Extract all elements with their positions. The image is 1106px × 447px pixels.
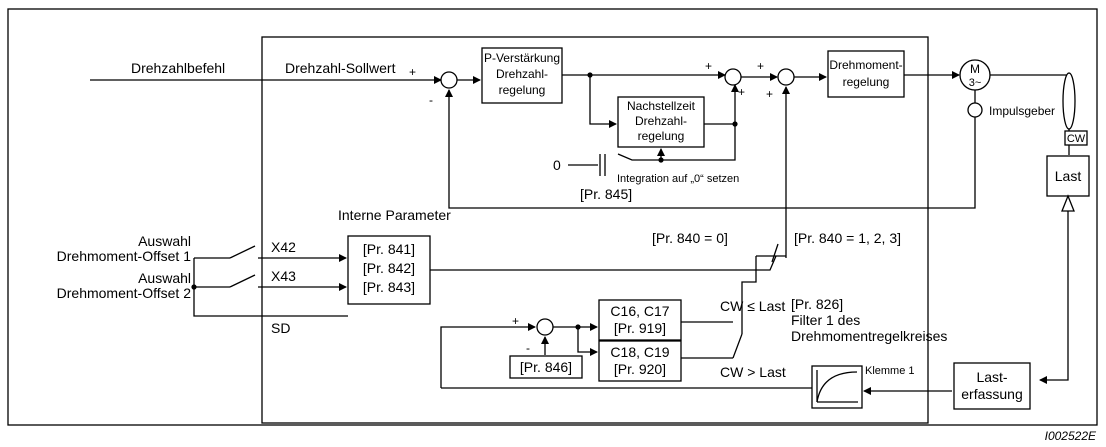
filter-curve <box>816 371 858 403</box>
summing-junction-speed <box>440 71 458 89</box>
label-interne-parameter: Interne Parameter <box>338 207 451 223</box>
filter-line1: [Pr. 826] <box>791 296 843 312</box>
load-triangle <box>1061 194 1075 212</box>
p-gain-line2: Drehzahl- <box>496 67 548 81</box>
p-gain-line3: regelung <box>499 83 546 97</box>
c18-line1: C18, C19 <box>610 344 669 360</box>
cw-label-box <box>1064 130 1088 146</box>
integral-block <box>617 96 705 148</box>
torque-control-block <box>827 50 905 98</box>
sign-plus-2: + <box>705 59 712 73</box>
integral-line3: regelung <box>638 129 685 143</box>
label-auswahl2-b: Drehmoment-Offset 2 <box>57 285 192 301</box>
wire-to-integral <box>589 75 617 128</box>
wire-reset-loop <box>617 124 736 161</box>
controller-frame <box>261 36 929 424</box>
label-pr846: [Pr. 846] <box>520 359 572 375</box>
sign-minus-2: - <box>526 341 530 355</box>
wire-speed-feedback <box>445 89 976 209</box>
coupling <box>1062 72 1076 130</box>
label-impulsgeber: Impulsgeber <box>989 104 1055 118</box>
motor-phase: 3~ <box>969 77 982 89</box>
internal-params-block <box>347 235 431 305</box>
c16-line1: C16, C17 <box>610 303 669 319</box>
label-auswahl2-a: Auswahl <box>138 270 191 286</box>
pr843: [Pr. 843] <box>363 279 415 295</box>
terminal-x42: X42 <box>271 239 296 255</box>
sign-plus-1: + <box>409 65 416 79</box>
selector-bar <box>771 243 779 263</box>
lasterfassung-line1: Last- <box>976 369 1007 385</box>
encoder-symbol <box>967 102 983 118</box>
torque-line2: regelung <box>843 75 890 89</box>
label-klemme: Klemme 1 <box>865 365 915 377</box>
wire-loop-left <box>440 323 536 388</box>
terminal-sd: SD <box>271 320 290 336</box>
sign-plus-3: + <box>738 85 745 99</box>
wire-common <box>193 258 348 317</box>
wire-load-detect <box>1039 211 1069 384</box>
label-last: Last <box>1055 168 1082 184</box>
selector-blade-load <box>732 333 743 359</box>
sign-plus-5: + <box>766 87 773 101</box>
load-detection-block <box>953 362 1031 410</box>
outer-frame <box>7 8 1098 426</box>
sign-plus-6: + <box>512 314 519 328</box>
label-drehzahl-sollwert: Drehzahl-Sollwert <box>285 60 396 76</box>
wire-to-c18 <box>577 327 598 356</box>
summing-junction-load <box>536 318 554 336</box>
p-gain-line1: P-Verstärkung <box>484 51 560 65</box>
integral-line1: Nachstellzeit <box>627 99 696 113</box>
integral-line2: Drehzahl- <box>635 114 687 128</box>
label-zero: 0 <box>553 157 561 173</box>
p-gain-block <box>481 47 563 104</box>
c18-line2: [Pr. 920] <box>614 361 666 377</box>
lasterfassung-line2: erfassung <box>961 386 1022 402</box>
terminal-x43: X43 <box>271 268 296 284</box>
wire-load-offset-up <box>741 256 757 334</box>
filter-line2: Filter 1 des <box>791 312 860 328</box>
torque-line1: Drehmoment- <box>829 58 902 72</box>
label-auswahl1-a: Auswahl <box>138 233 191 249</box>
label-drehzahlbefehl: Drehzahlbefehl <box>131 60 225 76</box>
c16-line2: [Pr. 919] <box>614 320 666 336</box>
switch-x43-blade <box>229 274 256 288</box>
filter-block <box>811 365 863 409</box>
c16-block <box>598 299 682 341</box>
label-auswahl1-b: Drehmoment-Offset 1 <box>57 248 192 264</box>
switch-x42-blade <box>229 245 256 259</box>
label-integration: Integration auf „0“ setzen <box>617 173 739 185</box>
pr842: [Pr. 842] <box>363 260 415 276</box>
pr846-block <box>509 355 583 379</box>
sign-minus-1: - <box>429 93 433 107</box>
wire-offset-params <box>430 255 777 271</box>
summing-junction-offset <box>777 68 795 86</box>
label-pr845: [Pr. 845] <box>580 186 632 202</box>
motor-m: M <box>970 62 980 76</box>
filter-line3: Drehmomentregelkreises <box>791 328 947 344</box>
pr841: [Pr. 841] <box>363 241 415 257</box>
summing-junction-pi <box>724 68 742 86</box>
label-cw-le-last: CW ≤ Last <box>720 298 785 314</box>
label-cw-gt-last: CW > Last <box>720 364 786 380</box>
c18-block <box>598 340 682 382</box>
figure-id: I002522E <box>1045 429 1097 443</box>
label-pr840-123: [Pr. 840 = 1, 2, 3] <box>794 230 901 246</box>
label-pr840-0: [Pr. 840 = 0] <box>652 230 728 246</box>
label-cw: CW <box>1067 133 1086 145</box>
sign-plus-4: + <box>757 59 764 73</box>
